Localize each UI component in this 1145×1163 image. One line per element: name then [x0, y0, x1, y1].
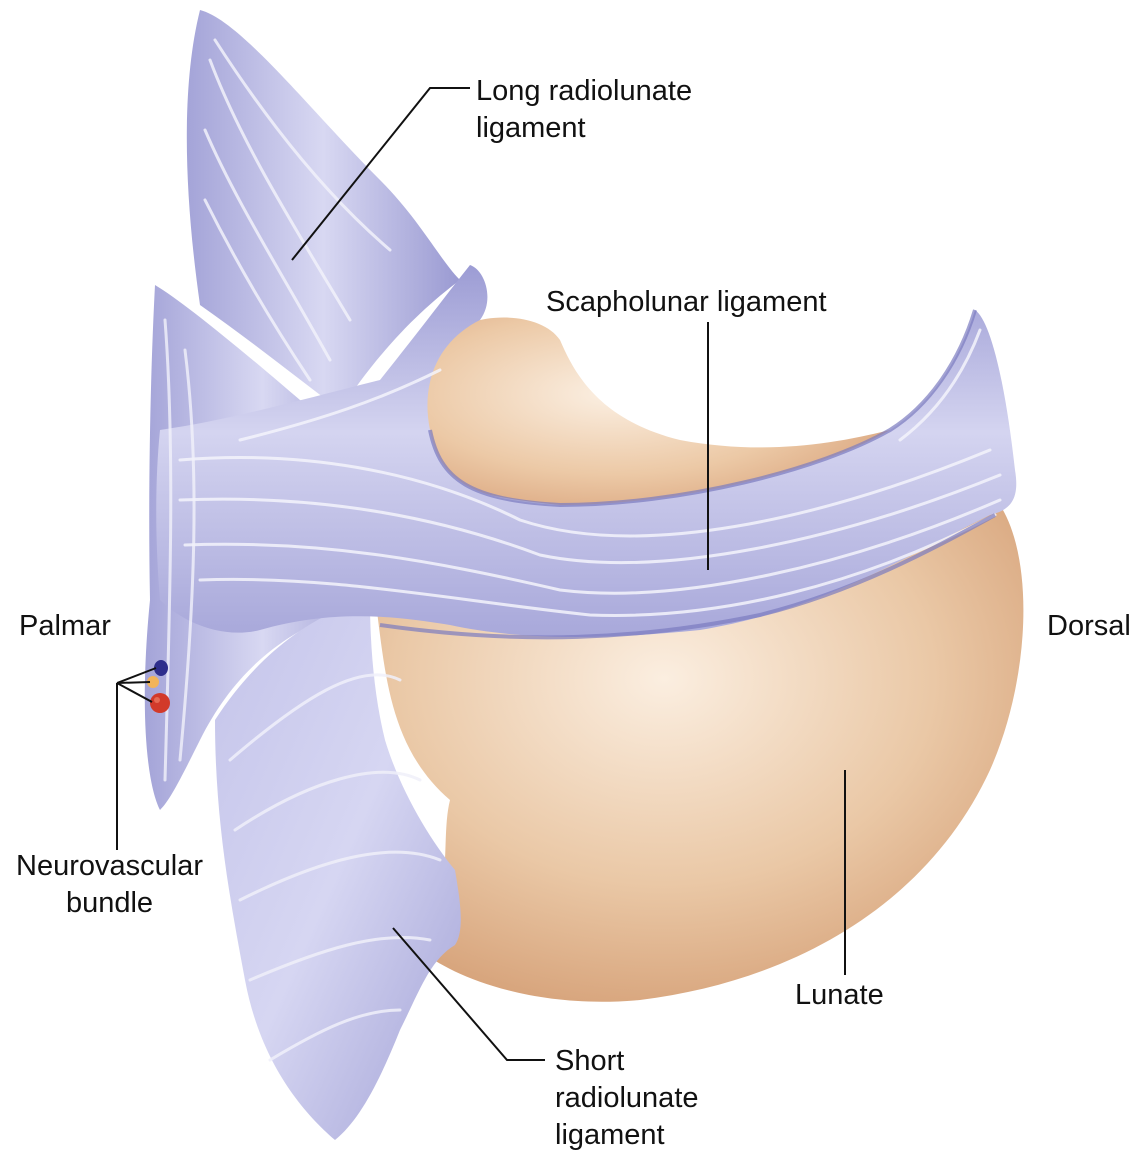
scapholunar-ligament [156, 265, 1017, 637]
long-radiolunate-ligament-label: Long radiolunate ligament [476, 75, 693, 144]
scapholunar-ligament-label: Scapholunar ligament [546, 286, 827, 318]
lunate-label: Lunate [795, 979, 884, 1011]
short-radiolunate-ligament [215, 600, 461, 1140]
leader-lines [116, 87, 846, 1061]
scapholunar-edge-shadow [379, 309, 996, 640]
upper-bone [425, 317, 892, 509]
palmar-label: Palmar [19, 610, 111, 642]
dorsal-label: Dorsal [1047, 610, 1131, 642]
short-radiolunate-fibers [228, 673, 442, 1062]
scapholunar-fibers [178, 328, 1002, 617]
short-radiolunate-ligament-label: Short radiolunate ligament [555, 1045, 699, 1151]
neurovascular-bundle-label: Neurovascular bundle [16, 850, 203, 919]
long-radiolunate-fibers [203, 38, 392, 382]
neurovascular-vessels [147, 660, 170, 713]
long-radiolunate-ligament [186, 10, 460, 410]
